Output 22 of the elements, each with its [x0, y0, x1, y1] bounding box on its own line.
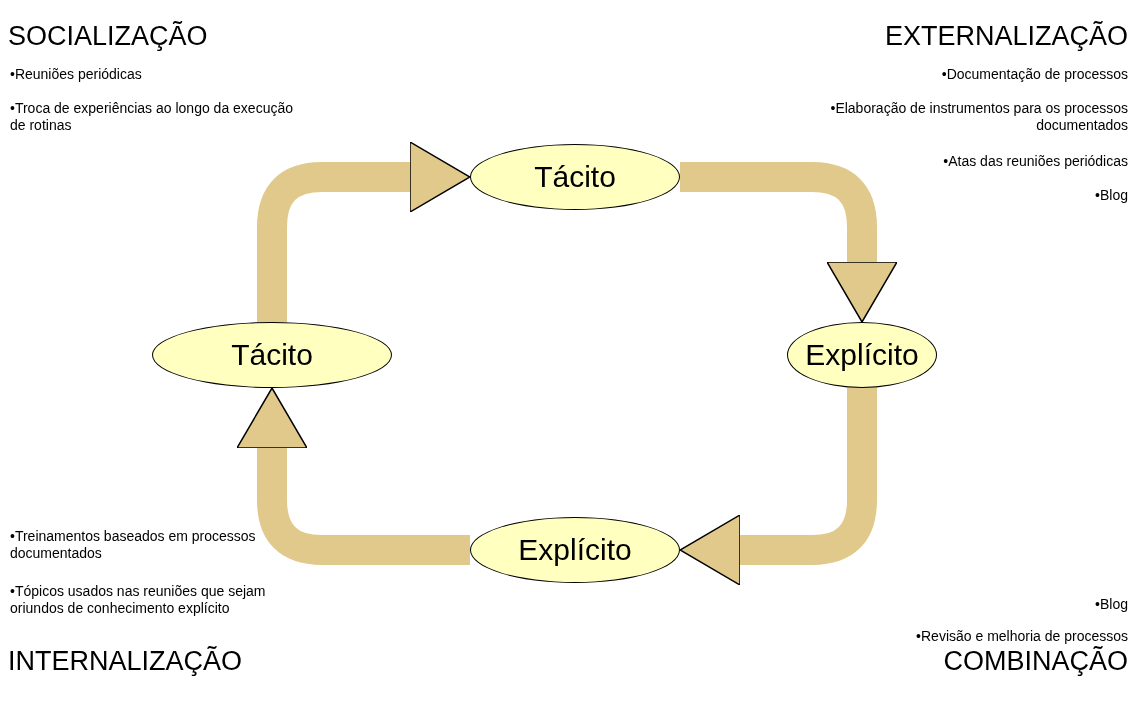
quadrant-heading: EXTERNALIZAÇÃO	[884, 20, 1128, 52]
block-arrow	[680, 162, 898, 323]
bullet-text: •Treinamentos baseados em processos documentados	[10, 528, 257, 562]
bullet-text: •Atas das reuniões periódicas	[943, 153, 1128, 170]
bullet-text: •Revisão e melhoria de processos	[916, 628, 1128, 645]
bullet-text: •Blog	[1095, 596, 1128, 613]
bullet-text: •Blog	[1095, 187, 1128, 204]
bullet-text: •Elaboração de instrumentos para os processos documentados	[829, 100, 1128, 134]
ellipse-node: Tácito	[470, 144, 680, 210]
block-arrow	[236, 387, 470, 565]
bullet-text: •Reuniões periódicas	[10, 66, 142, 83]
ellipse-node: Tácito	[152, 322, 392, 388]
quadrant-heading: INTERNALIZAÇÃO	[8, 645, 243, 677]
bullet-text: •Tópicos usados nas reuniões que sejam oriundos de conhecimento explícito	[10, 583, 267, 617]
ellipse-node: Explícito	[470, 517, 680, 583]
quadrant-heading: SOCIALIZAÇÃO	[8, 20, 208, 52]
bullet-text: •Documentação de processos	[941, 66, 1128, 83]
ellipse-node: Explícito	[787, 322, 937, 388]
bullet-text: •Troca de experiências ao longo da execução de rotinas	[10, 100, 294, 134]
quadrant-heading: COMBINAÇÃO	[943, 645, 1128, 677]
block-arrow	[679, 388, 877, 586]
block-arrow	[257, 141, 471, 322]
